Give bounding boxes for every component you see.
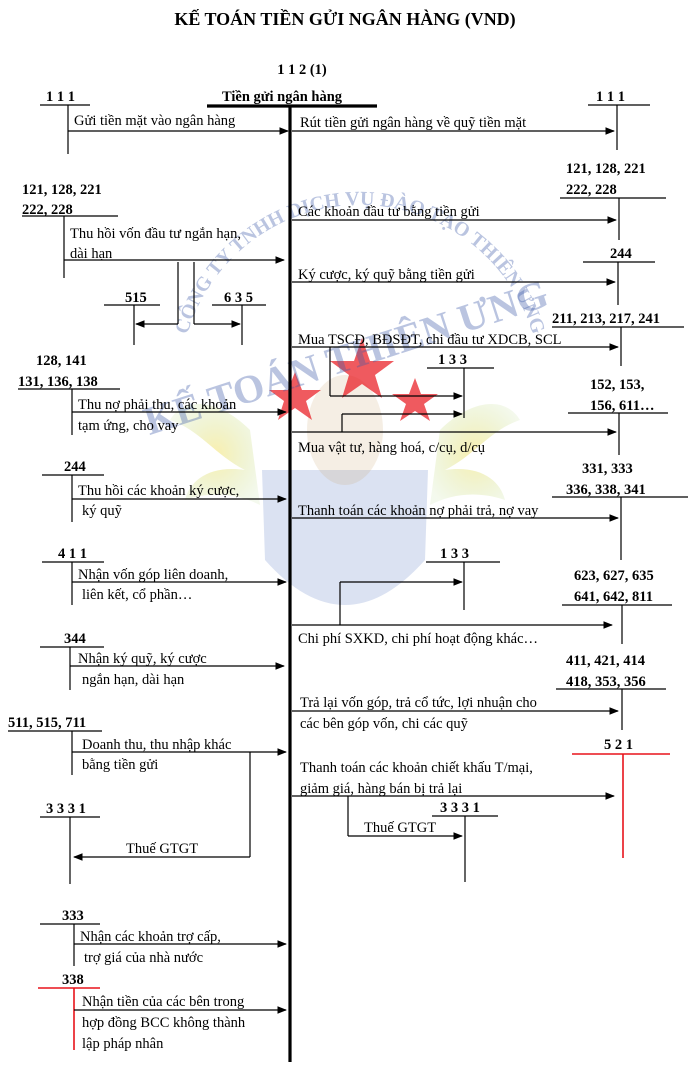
entry-label: Gửi tiền mặt vào ngân hàng bbox=[74, 113, 235, 129]
entry-label: liên kết, cổ phần… bbox=[82, 587, 192, 603]
left-revenue-entry: 511, 515, 711 Doanh thu, thu nhập khác b… bbox=[8, 715, 287, 884]
account-code: 222, 228 bbox=[22, 202, 73, 218]
entry-label: các bên góp vốn, chi các quỹ bbox=[300, 716, 469, 732]
left-344-entry: 344 Nhận ký quỹ, ký cược ngắn hạn, dài h… bbox=[40, 631, 285, 690]
left-receivable-entry: 128, 141 131, 136, 138 Thu nợ phải thu, … bbox=[18, 353, 287, 435]
entry-label: Thu hồi các khoản ký cược, bbox=[78, 483, 239, 499]
account-code: 1 1 1 bbox=[46, 89, 75, 105]
entry-label: Thu nợ phải thu, các khoản bbox=[78, 397, 237, 413]
entry-label: dài hạn bbox=[70, 246, 113, 262]
entry-label: lập pháp nhân bbox=[82, 1036, 164, 1052]
right-inventory-entry: 152, 153, 156, 611… Mua vật tư, hàng hoá… bbox=[292, 377, 668, 456]
entry-label: Ký cược, ký quỹ bằng tiền gửi bbox=[298, 267, 475, 283]
left-333-entry: 333 Nhận các khoản trợ cấp, trợ giá của … bbox=[40, 908, 287, 966]
entry-label: ký quỹ bbox=[82, 503, 123, 519]
main-account-name: Tiền gửi ngân hàng bbox=[222, 89, 343, 105]
entry-label: bằng tiền gửi bbox=[82, 757, 158, 773]
right-equity-entry: 411, 421, 414 418, 353, 356 Trả lại vốn … bbox=[292, 653, 666, 732]
left-244-entry: 244 Thu hồi các khoản ký cược, ký quỹ bbox=[42, 459, 287, 522]
right-investment-entry: 121, 128, 221 222, 228 Các khoản đầu tư … bbox=[292, 161, 666, 240]
account-code: 222, 228 bbox=[566, 182, 617, 198]
account-code: 3 3 3 1 bbox=[46, 801, 86, 817]
left-411-entry: 4 1 1 Nhận vốn góp liên doanh, liên kết,… bbox=[42, 546, 287, 605]
account-code: 6 3 5 bbox=[224, 290, 253, 306]
entry-label: trợ giá của nhà nước bbox=[84, 950, 203, 966]
entry-label: Doanh thu, thu nhập khác bbox=[82, 737, 231, 753]
account-code: 511, 515, 711 bbox=[8, 715, 86, 731]
main-account-code: 1 1 2 (1) bbox=[277, 62, 327, 78]
right-111-entry: 1 1 1 Rút tiền gửi ngân hàng về quỹ tiền… bbox=[292, 89, 650, 150]
account-code: 152, 153, bbox=[590, 377, 645, 393]
right-fixed-asset-entry: 211, 213, 217, 241 Mua TSCĐ, BĐSĐT, chi … bbox=[292, 311, 684, 418]
entry-label: Mua vật tư, hàng hoá, c/cụ, d/cụ bbox=[298, 440, 485, 456]
entry-label: Nhận các khoản trợ cấp, bbox=[80, 929, 221, 945]
account-code: 244 bbox=[610, 246, 632, 262]
star-icon bbox=[269, 372, 321, 420]
right-244-entry: 244 Ký cược, ký quỹ bằng tiền gửi bbox=[292, 246, 655, 305]
account-code: 331, 333 bbox=[582, 461, 633, 477]
entry-label: Nhận vốn góp liên doanh, bbox=[78, 567, 228, 583]
account-code: 4 1 1 bbox=[58, 546, 87, 562]
entry-label: giảm giá, hàng bán bị trả lại bbox=[300, 781, 462, 797]
right-payable-entry: 331, 333 336, 338, 341 Thanh toán các kh… bbox=[292, 461, 688, 560]
entry-label: Thanh toán các khoản chiết khấu T/mại, bbox=[300, 760, 533, 776]
entry-label: Nhận tiền của các bên trong bbox=[82, 994, 244, 1010]
account-code: 338 bbox=[62, 972, 84, 988]
left-investment-entry: 121, 128, 221 222, 228 Thu hồi vốn đầu t… bbox=[22, 182, 285, 345]
account-code: 131, 136, 138 bbox=[18, 374, 98, 390]
entry-label: Mua TSCĐ, BĐSĐT, chi đầu tư XDCB, SCL bbox=[298, 332, 562, 348]
entry-label: hợp đồng BCC không thành bbox=[82, 1015, 246, 1031]
account-code: 121, 128, 221 bbox=[22, 182, 102, 198]
account-code: 244 bbox=[64, 459, 86, 475]
account-code: 1 1 1 bbox=[596, 89, 625, 105]
star-icon bbox=[392, 378, 438, 421]
right-521-entry: 5 2 1 Thanh toán các khoản chiết khấu T/… bbox=[292, 737, 670, 882]
account-code: 128, 141 bbox=[36, 353, 87, 369]
entry-label: Nhận ký quỹ, ký cược bbox=[78, 651, 207, 667]
account-code: 5 2 1 bbox=[604, 737, 633, 753]
account-code: 156, 611… bbox=[590, 398, 654, 414]
entry-label: Trả lại vốn góp, trả cổ tức, lợi nhuận c… bbox=[300, 695, 537, 711]
account-code: 3 3 3 1 bbox=[440, 800, 480, 816]
entry-label: ngắn hạn, dài hạn bbox=[82, 672, 185, 688]
account-code: 1 3 3 bbox=[438, 352, 467, 368]
right-expense-entry: 1 3 3 623, 627, 635 641, 642, 811 Chi ph… bbox=[292, 546, 672, 647]
account-code: 211, 213, 217, 241 bbox=[552, 311, 660, 327]
entry-label: Các khoản đầu tư bằng tiền gửi bbox=[298, 204, 480, 220]
entry-label: Thanh toán các khoản nợ phải trả, nợ vay bbox=[298, 503, 539, 519]
account-code: 121, 128, 221 bbox=[566, 161, 646, 177]
star-icon bbox=[330, 338, 394, 398]
account-code: 515 bbox=[125, 290, 147, 306]
entry-label: Chi phí SXKD, chi phí hoạt động khác… bbox=[298, 631, 538, 647]
account-code: 336, 338, 341 bbox=[566, 482, 646, 498]
left-338-entry: 338 Nhận tiền của các bên trong hợp đồng… bbox=[38, 972, 287, 1052]
entry-label: Thu hồi vốn đầu tư ngắn hạn, bbox=[70, 226, 241, 242]
account-code: 1 3 3 bbox=[440, 546, 469, 562]
entry-label: Thuế GTGT bbox=[126, 841, 198, 857]
entry-label: Rút tiền gửi ngân hàng về quỹ tiền mặt bbox=[300, 115, 526, 131]
account-code: 623, 627, 635 bbox=[574, 568, 654, 584]
entry-label: tạm ứng, cho vay bbox=[78, 418, 179, 434]
account-code: 333 bbox=[62, 908, 84, 924]
account-code: 418, 353, 356 bbox=[566, 674, 646, 690]
page-title: KẾ TOÁN TIỀN GỬI NGÂN HÀNG (VND) bbox=[174, 8, 515, 30]
left-111-entry: 1 1 1 Gửi tiền mặt vào ngân hàng bbox=[40, 89, 289, 154]
account-code: 411, 421, 414 bbox=[566, 653, 645, 669]
entry-label: Thuế GTGT bbox=[364, 820, 436, 836]
account-code: 641, 642, 811 bbox=[574, 589, 653, 605]
account-code: 344 bbox=[64, 631, 86, 647]
